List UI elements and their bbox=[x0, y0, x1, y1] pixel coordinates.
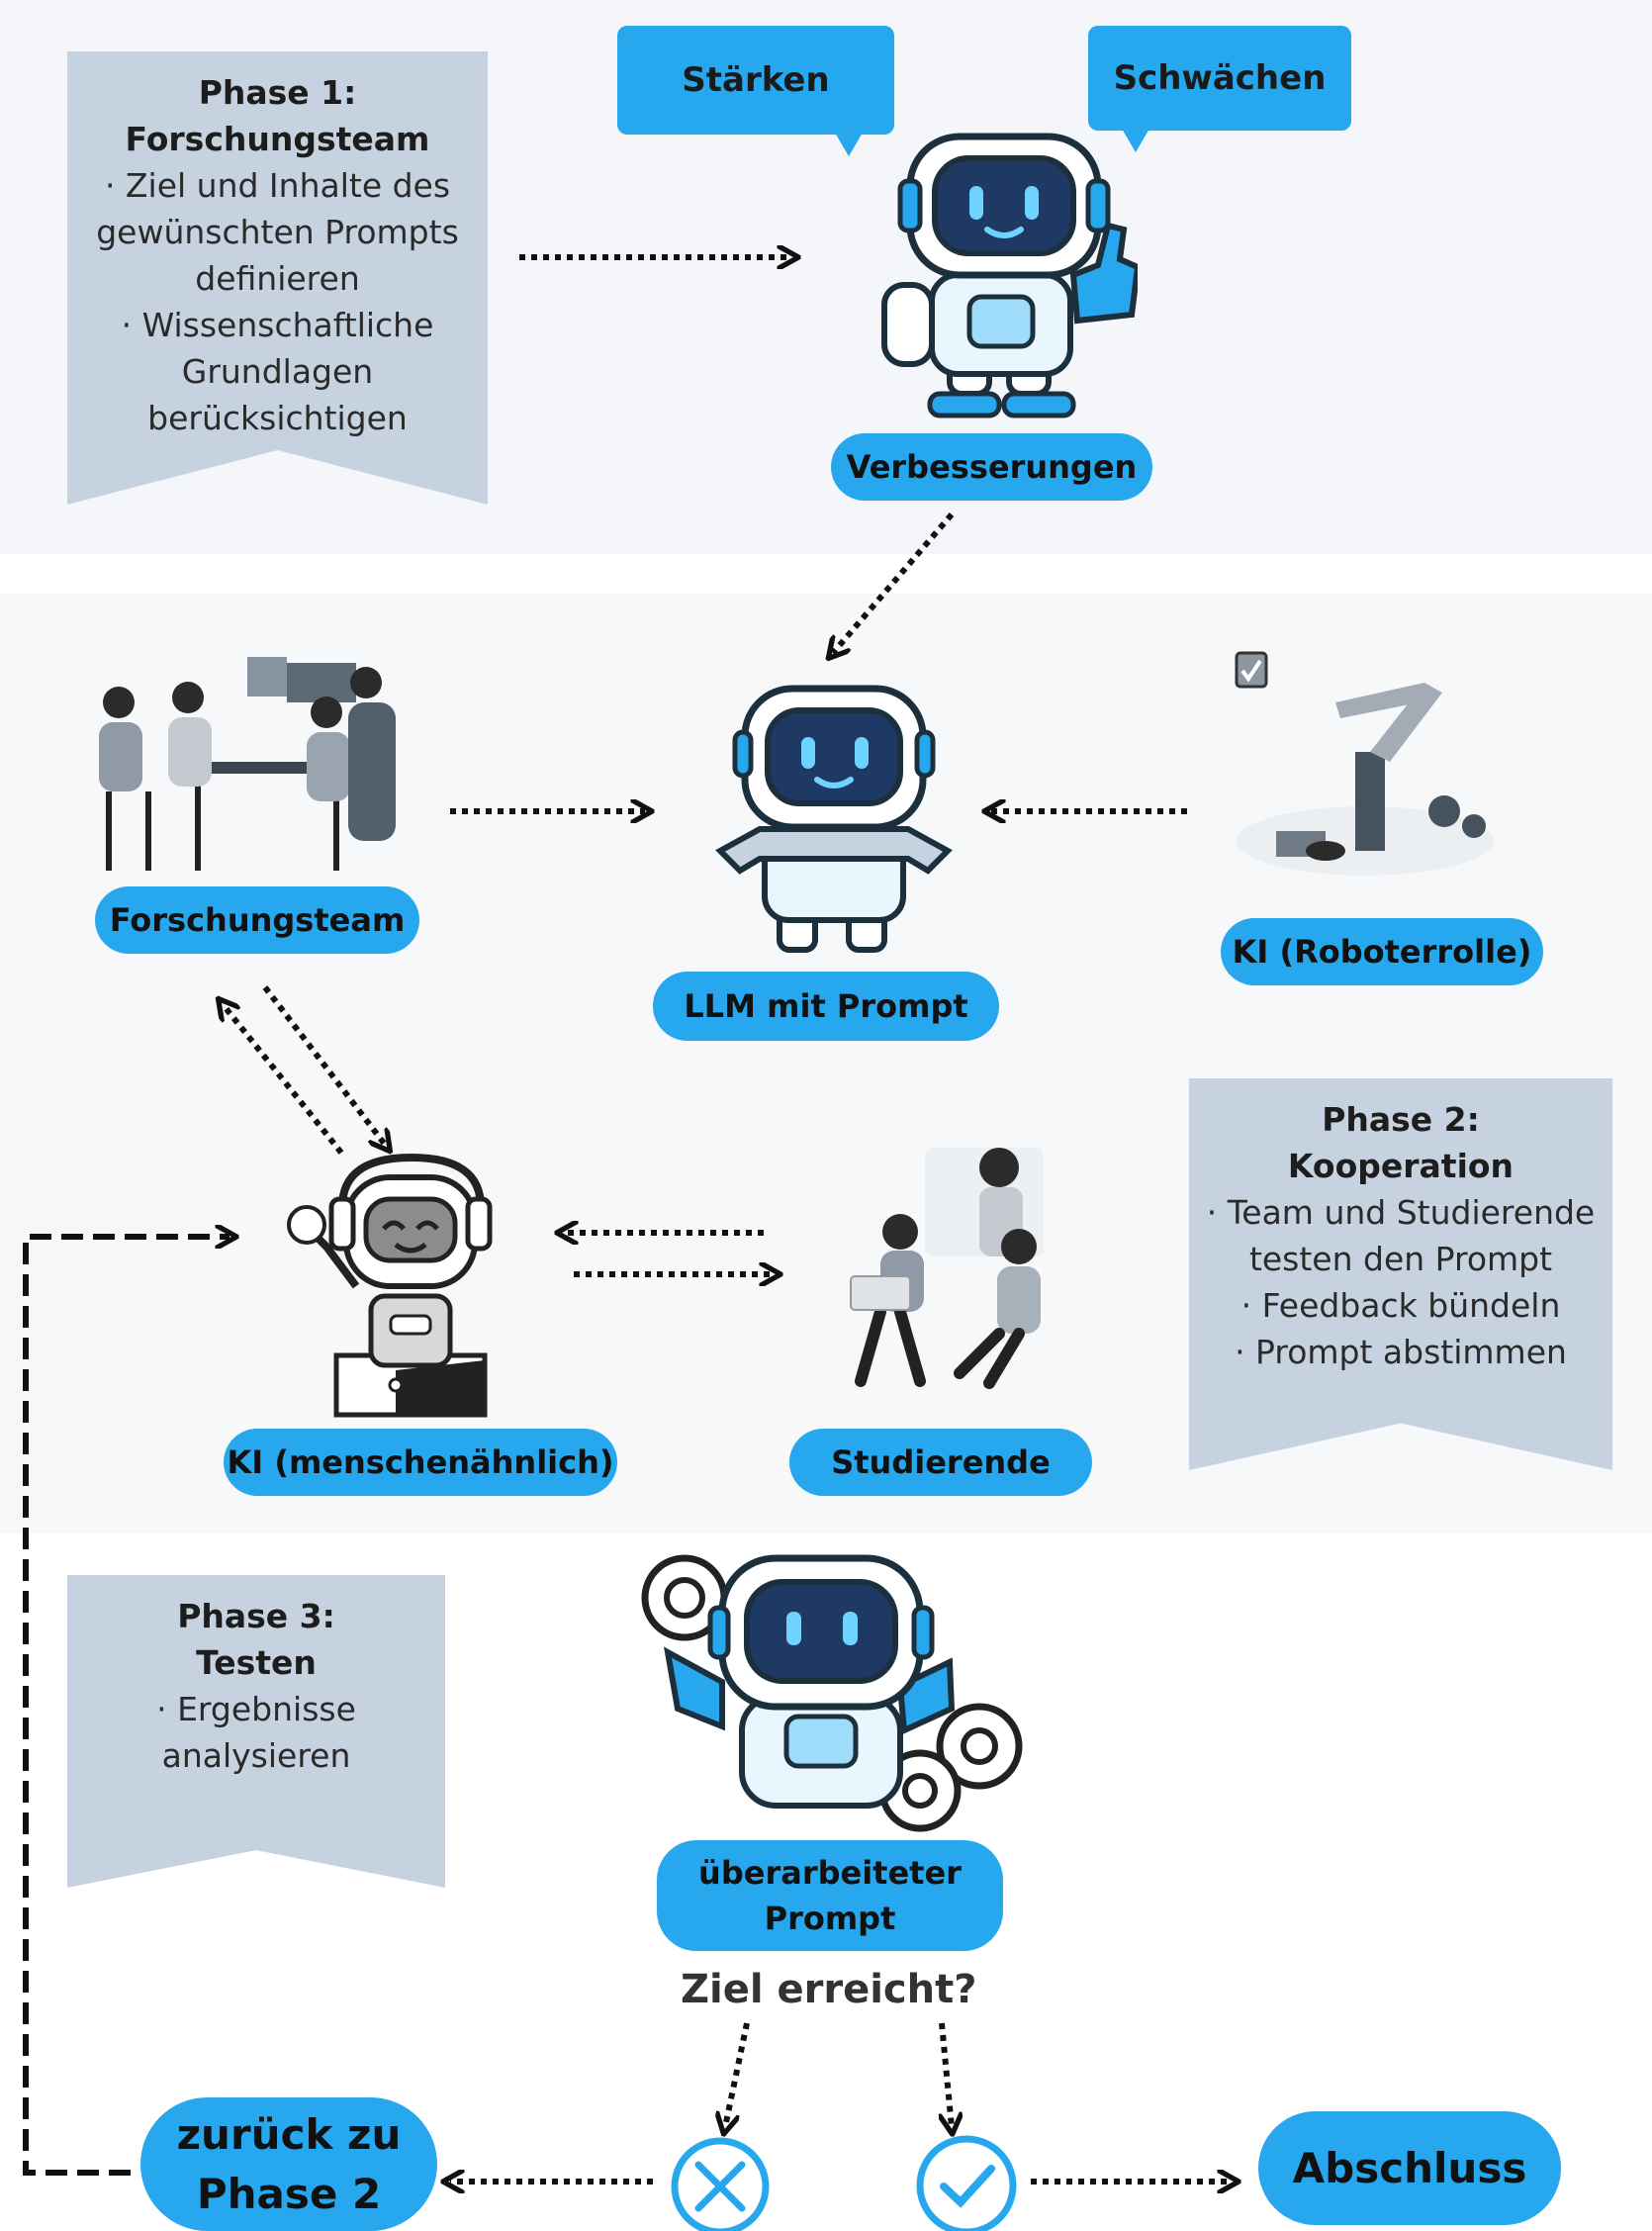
phase2-bullet: testen den Prompt bbox=[1248, 1240, 1553, 1278]
arrow-question-to-check bbox=[942, 2022, 952, 2127]
ai-robot-role-pill: KI (Roboterrolle) bbox=[1221, 918, 1543, 985]
llm-prompt-pill: LLM mit Prompt bbox=[653, 972, 999, 1041]
revised-prompt-pill: überarbeiteter Prompt bbox=[657, 1840, 1003, 1951]
back-label-line2: Phase 2 bbox=[196, 2169, 382, 2218]
phase1-title-line1: Phase 1: bbox=[198, 73, 357, 112]
phase2-box: Phase 2: Kooperation · Team und Studiere… bbox=[1189, 1078, 1612, 1470]
strengths-bubble: Stärken bbox=[617, 26, 894, 156]
strengths-label: Stärken bbox=[682, 60, 830, 100]
phase1-bullet: berücksichtigen bbox=[147, 399, 408, 437]
students-pill: Studierende bbox=[789, 1429, 1092, 1496]
phase2-title-line1: Phase 2: bbox=[1322, 1100, 1480, 1139]
arrow-team-to-humanlike bbox=[262, 985, 386, 1146]
back-to-phase2-pill: zurück zu Phase 2 bbox=[140, 2097, 437, 2231]
team-meeting-icon bbox=[99, 657, 396, 871]
phase3-title-line1: Phase 3: bbox=[177, 1597, 335, 1635]
phase1-bullet: · Ziel und Inhalte des bbox=[104, 166, 451, 205]
weaknesses-bubble: Schwächen bbox=[1088, 26, 1351, 152]
phase1-box: Phase 1: Forschungsteam · Ziel und Inhal… bbox=[67, 51, 488, 505]
check-circle-icon bbox=[916, 2135, 1017, 2231]
arrow-improvements-to-llm bbox=[833, 512, 955, 653]
robot-thumbs-up-icon bbox=[881, 133, 1138, 418]
improvements-label: Verbesserungen bbox=[846, 448, 1138, 486]
arrow-humanlike-to-team bbox=[223, 1004, 344, 1155]
phase3-bullet: analysieren bbox=[161, 1736, 351, 1775]
back-label-line1: zurück zu bbox=[176, 2109, 402, 2159]
phase3-bullet: · Ergebnisse bbox=[156, 1690, 356, 1728]
research-team-label: Forschungsteam bbox=[109, 901, 406, 939]
phase1-title-line2: Forschungsteam bbox=[125, 120, 430, 158]
students-icon bbox=[850, 1148, 1044, 1389]
arrow-question-to-cross bbox=[725, 2022, 750, 2127]
ai-humanlike-pill: KI (menschenähnlich) bbox=[224, 1429, 617, 1496]
robot-headphones-icon bbox=[287, 1153, 493, 1418]
robot-arm-icon bbox=[1235, 651, 1494, 876]
weaknesses-label: Schwächen bbox=[1113, 58, 1327, 98]
robot-wrench-icon bbox=[715, 685, 953, 953]
ai-robot-role-label: KI (Roboterrolle) bbox=[1232, 933, 1532, 971]
completion-pill: Abschluss bbox=[1258, 2111, 1561, 2225]
robot-gears-icon bbox=[641, 1554, 1023, 1832]
phase2-bullet: · Prompt abstimmen bbox=[1235, 1333, 1567, 1371]
phase2-bullet: · Feedback bündeln bbox=[1240, 1286, 1561, 1325]
phase1-bullet: Grundlagen bbox=[181, 352, 374, 391]
phase1-bullet: gewünschten Prompts bbox=[96, 213, 459, 251]
phase3-box: Phase 3: Testen · Ergebnisse analysieren bbox=[67, 1575, 445, 1888]
research-team-pill: Forschungsteam bbox=[95, 886, 419, 954]
phase2-title-line2: Kooperation bbox=[1287, 1147, 1514, 1185]
revised-prompt-label-line2: Prompt bbox=[764, 1900, 896, 1937]
phase3-title-line2: Testen bbox=[196, 1643, 317, 1682]
ai-humanlike-label: KI (menschenähnlich) bbox=[227, 1443, 614, 1481]
phase1-bullet: definieren bbox=[195, 259, 360, 298]
llm-prompt-label: LLM mit Prompt bbox=[684, 987, 968, 1025]
cross-circle-icon bbox=[671, 2137, 770, 2231]
phase2-bullet: · Team und Studierende bbox=[1206, 1193, 1596, 1232]
revised-prompt-label-line1: überarbeiteter bbox=[698, 1854, 962, 1892]
improvements-pill: Verbesserungen bbox=[831, 433, 1152, 501]
phase1-bullet: · Wissenschaftliche bbox=[121, 306, 434, 344]
loop-back-to-phase2 bbox=[23, 1237, 229, 2176]
students-label: Studierende bbox=[831, 1443, 1051, 1481]
completion-label: Abschluss bbox=[1292, 2143, 1527, 2192]
goal-question: Ziel erreicht? bbox=[681, 1967, 977, 2012]
